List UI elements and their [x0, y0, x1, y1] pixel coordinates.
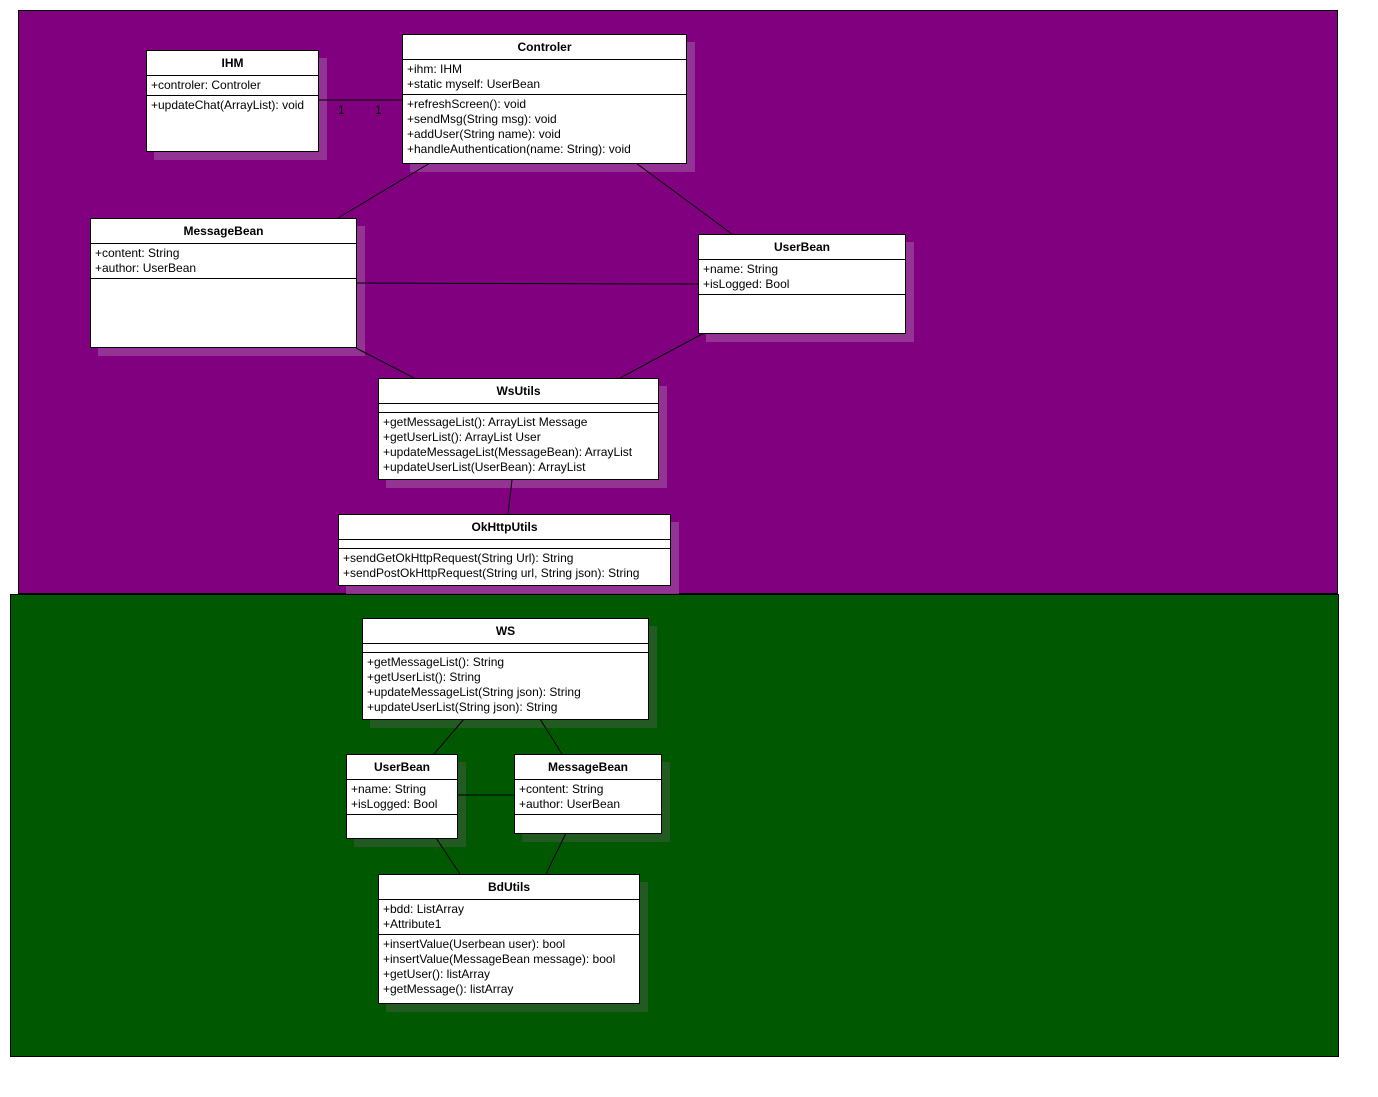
- operation: +getMessageList(): String: [367, 655, 505, 669]
- operation: +getUserList(): ArrayList User: [383, 430, 541, 444]
- class-bdutils[interactable]: BdUtils+bdd: ListArray+Attribute1+insert…: [378, 874, 640, 1004]
- attribute: +author: UserBean: [95, 261, 197, 275]
- attributes-compartment: +ihm: IHM+static myself: UserBean: [403, 59, 686, 94]
- operation: +addUser(String name): void: [407, 127, 561, 141]
- operation: +updateMessageList(MessageBean): ArrayLi…: [383, 445, 633, 459]
- attributes-compartment: +controler: Controler: [147, 75, 318, 95]
- operations-compartment: [91, 278, 356, 287]
- attribute: +name: String: [703, 262, 779, 276]
- operations-compartment: [347, 814, 457, 823]
- operations-compartment: +updateChat(ArrayList): void: [147, 95, 318, 115]
- attribute: +content: String: [519, 782, 604, 796]
- class-name: UserBean: [373, 760, 431, 774]
- attribute: +Attribute1: [383, 917, 442, 931]
- class-ws[interactable]: WS +getMessageList(): String+getUserList(…: [362, 618, 649, 720]
- class-controler[interactable]: Controler +ihm: IHM+static myself: UserBe…: [402, 34, 687, 164]
- class-server-messagebean[interactable]: MessageBean +content: String+author: User…: [514, 754, 662, 834]
- operation: +getMessageList(): ArrayList Message: [383, 415, 588, 429]
- operation: +refreshScreen(): void: [407, 97, 527, 111]
- attributes-compartment: +content: String+author: UserBean: [515, 779, 661, 814]
- multiplicity-controler-end: 1: [375, 103, 382, 117]
- attribute: +content: String: [95, 246, 180, 260]
- operations-compartment: +insertValue(Userbean user): bool+insert…: [379, 934, 639, 999]
- attributes-compartment: +name: String+isLogged: Bool: [699, 259, 905, 294]
- operation: +updateChat(ArrayList): void: [151, 98, 305, 112]
- operation: +handleAuthentication(name: String): voi…: [407, 142, 631, 156]
- class-name: MessageBean: [547, 760, 629, 774]
- attributes-compartment: +bdd: ListArray+Attribute1: [379, 899, 639, 934]
- attribute: +isLogged: Bool: [351, 797, 438, 811]
- operation: +insertValue(Userbean user): bool: [383, 937, 566, 951]
- operation: +getUserList(): String: [367, 670, 481, 684]
- class-name: WS: [495, 624, 516, 638]
- operation: +sendGetOkHttpRequest(String Url): Strin…: [343, 551, 574, 565]
- class-name: Controler: [517, 40, 572, 54]
- attributes-compartment: +name: String+isLogged: Bool: [347, 779, 457, 814]
- class-name: WsUtils: [496, 384, 541, 398]
- class-okhttputils[interactable]: OkHttpUtils +sendGetOkHttpRequest(String …: [338, 514, 671, 586]
- class-name: BdUtils: [488, 880, 530, 894]
- multiplicity-ihm-end: 1: [338, 103, 345, 117]
- attribute: +controler: Controler: [151, 78, 261, 92]
- attributes-compartment: +content: String+author: UserBean: [91, 243, 356, 278]
- attribute: +name: String: [351, 782, 427, 796]
- operations-compartment: +getMessageList(): String+getUserList():…: [363, 652, 648, 717]
- attribute: +author: UserBean: [519, 797, 621, 811]
- server-package: [10, 594, 1339, 1057]
- operation: +updateMessageList(String json): String: [367, 685, 581, 699]
- operation: +sendPostOkHttpRequest(String url, Strin…: [343, 566, 640, 580]
- operations-compartment: +refreshScreen(): void+sendMsg(String ms…: [403, 94, 686, 159]
- attributes-compartment: [379, 403, 658, 412]
- class-wsutils[interactable]: WsUtils +getMessageList(): ArrayList Mess…: [378, 378, 659, 480]
- class-server-userbean[interactable]: UserBean +name: String+isLogged: Bool: [346, 754, 458, 839]
- operation: +getMessage(): listArray: [383, 982, 514, 996]
- class-messagebean[interactable]: MessageBean+content: String+author: User…: [90, 218, 357, 348]
- operations-compartment: [515, 814, 661, 823]
- attribute: +static myself: UserBean: [407, 77, 541, 91]
- class-name: OkHttpUtils: [471, 520, 538, 534]
- attribute: +ihm: IHM: [407, 62, 463, 76]
- operations-compartment: +getMessageList(): ArrayList Message+get…: [379, 412, 658, 477]
- class-name: IHM: [221, 56, 244, 70]
- class-name: MessageBean: [183, 224, 264, 238]
- class-userbean[interactable]: UserBean +name: String+isLogged: Bool: [698, 234, 906, 334]
- operation: +getUser(): listArray: [383, 967, 491, 981]
- attributes-compartment: [363, 643, 648, 652]
- operation: +updateUserList(UserBean): ArrayList: [383, 460, 586, 474]
- class-ihm[interactable]: IHM +controler: Controler +updateChat(Arra…: [146, 50, 319, 152]
- operations-compartment: +sendGetOkHttpRequest(String Url): Strin…: [339, 548, 670, 583]
- attributes-compartment: [339, 539, 670, 548]
- attribute: +isLogged: Bool: [703, 277, 790, 291]
- operation: +updateUserList(String json): String: [367, 700, 558, 714]
- operation: +sendMsg(String msg): void: [407, 112, 557, 126]
- operations-compartment: [699, 294, 905, 303]
- attribute: +bdd: ListArray: [383, 902, 465, 916]
- class-name: UserBean: [773, 240, 831, 254]
- operation: +insertValue(MessageBean message): bool: [383, 952, 616, 966]
